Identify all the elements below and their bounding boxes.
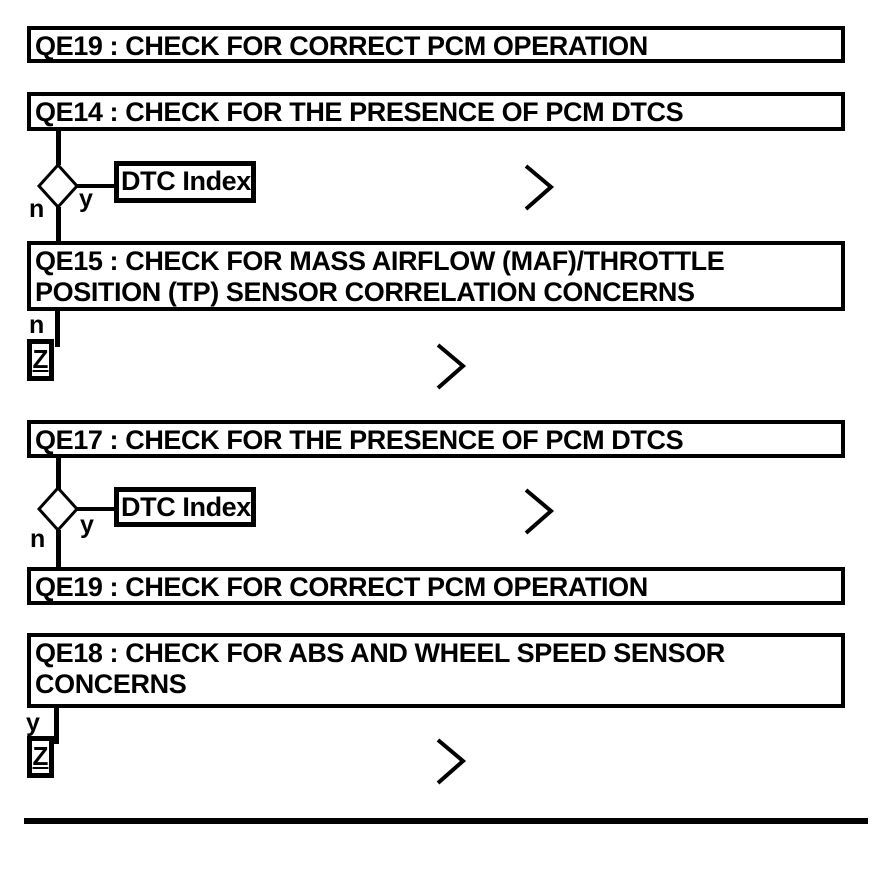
z-connector-2[interactable]: Z [27,736,54,778]
step-box-qe14[interactable]: QE14 : CHECK FOR THE PRESENCE OF PCM DTC… [27,92,845,131]
branch-label-no-1: n [29,195,45,223]
next-page-chevron-icon-3 [524,488,555,535]
connector-line-decision2-yes [76,507,114,511]
step-box-qe15[interactable]: QE15 : CHECK FOR MASS AIRFLOW (MAF)/THRO… [27,241,845,311]
z-connector-label-1: Z [32,344,49,374]
z-connector-1[interactable]: Z [27,339,54,381]
connector-line-decision1-yes [76,184,114,188]
connector-line-qe18-exit [54,708,59,744]
step-box-qe19-bottom[interactable]: QE19 : CHECK FOR CORRECT PCM OPERATION [27,567,845,605]
connector-line-qe17-to-decision [56,458,61,490]
step-box-qe17[interactable]: QE17 : CHECK FOR THE PRESENCE OF PCM DTC… [27,420,845,458]
connector-line-decision1-no [56,207,61,243]
branch-label-no-2: n [30,525,46,553]
bottom-divider-rule [24,818,868,824]
dtc-index-link-2[interactable]: DTC Index [114,487,256,527]
z-connector-label-2: Z [32,741,49,771]
connector-line-qe14-to-decision [56,131,61,165]
branch-label-yes-2: y [80,511,94,539]
next-page-chevron-icon-2 [436,343,467,390]
step-box-qe18[interactable]: QE18 : CHECK FOR ABS AND WHEEL SPEED SEN… [27,633,845,708]
branch-label-yes-qe18: y [26,709,40,737]
branch-label-yes-1: y [79,185,93,213]
dtc-index-link-1[interactable]: DTC Index [114,161,256,203]
next-page-chevron-icon-1 [524,164,555,211]
branch-label-no-qe15: n [29,311,45,339]
connector-line-qe15-exit [55,311,60,347]
step-box-qe19-top[interactable]: QE19 : CHECK FOR CORRECT PCM OPERATION [27,26,845,63]
next-page-chevron-icon-4 [436,738,467,785]
connector-line-decision2-no [56,530,61,568]
